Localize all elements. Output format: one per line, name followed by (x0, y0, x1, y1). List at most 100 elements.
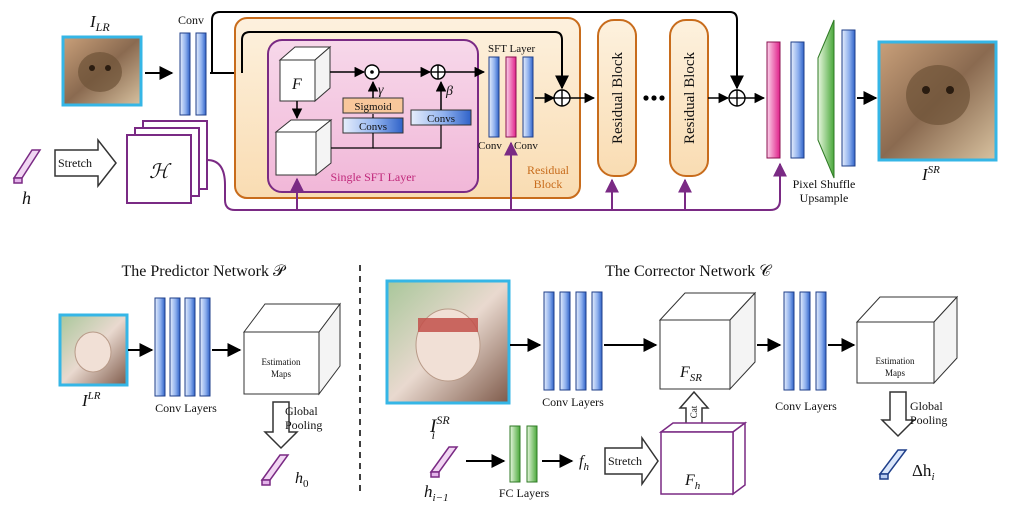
corr-conv-label-2: Conv Layers (775, 399, 837, 413)
output-sr-label: ISR (921, 164, 940, 184)
stretch-label: Stretch (58, 156, 92, 170)
pred-global: Global (285, 404, 318, 418)
ellipsis-dots (643, 95, 665, 101)
fsr-main: F (679, 364, 690, 381)
predictor-input-main: I (81, 391, 89, 410)
first-conv-label: Conv (178, 13, 204, 27)
h0-main: h (295, 470, 303, 487)
upsample-conv-bar (790, 41, 805, 159)
delta-h-vector-icon (878, 449, 908, 480)
convs-label-right: Convs (427, 113, 455, 125)
condition-line (206, 159, 787, 211)
corr-estimation-2: Maps (885, 368, 905, 378)
condition-cube (274, 118, 333, 177)
single-sft-label: Single SFT Layer (330, 170, 415, 184)
residual-block-2-label: Residual Block (682, 51, 698, 144)
input-lr-label: ILR (89, 12, 110, 34)
input-lr-main: I (89, 12, 97, 31)
corrector-input-sub: i (432, 428, 435, 442)
fsr-sub: SR (690, 372, 703, 384)
corrector-input-main: I (429, 416, 438, 437)
multiply-op (364, 64, 380, 80)
fc-layer-1 (509, 425, 521, 483)
input-lr-image (61, 35, 143, 107)
add-op-sft (430, 64, 446, 80)
corr-estimation-1: Estimation (876, 356, 915, 366)
H-label: ℋ (149, 161, 172, 183)
fh-cube (658, 421, 748, 496)
feature-cube-f (278, 45, 332, 103)
predictor-input-label: ILR (81, 390, 101, 410)
residual-label-1: Residual (527, 163, 570, 177)
residual-skip-arrow (241, 31, 569, 90)
pred-conv-2 (169, 297, 181, 397)
output-sr-main: I (921, 165, 929, 184)
corr-conv-5 (783, 291, 795, 391)
delta-h-sub: i (931, 471, 934, 483)
sft-conv-a-label: Conv (478, 140, 502, 152)
pred-estimation-2: Maps (271, 369, 291, 379)
sft-conv-b-label: Conv (514, 140, 538, 152)
fh-small-main: f (579, 453, 586, 470)
fsr-label: FSR (679, 364, 702, 384)
first-conv-layer-a (179, 32, 191, 116)
corr-global: Global (910, 399, 943, 413)
first-conv-layer-b (195, 32, 207, 116)
upsample-sft-bar (766, 41, 781, 159)
corr-conv-2 (559, 291, 571, 391)
predictor-input-sup: LR (87, 390, 101, 402)
add-op-global (728, 89, 746, 107)
residual-block-1 (597, 19, 637, 177)
cat-arrow (678, 390, 710, 426)
output-sr-image (877, 40, 998, 162)
pred-conv-4 (199, 297, 211, 397)
beta-label: β (445, 84, 453, 99)
h-prev-sub: i−1 (433, 492, 449, 504)
corr-pooling: Pooling (910, 413, 947, 427)
h-prev-main: h (424, 482, 433, 501)
corr-conv-6 (799, 291, 811, 391)
pixel-shuffle-label-1: Pixel Shuffle (793, 177, 856, 191)
corr-conv-4 (591, 291, 603, 391)
pred-conv-1 (154, 297, 166, 397)
pred-pooling: Pooling (285, 418, 322, 432)
delta-h-main: Δh (912, 461, 932, 480)
pred-pooling-arrow (263, 401, 299, 450)
stretch-arrow (54, 137, 117, 189)
convs-label-left: Convs (359, 121, 387, 133)
residual-block-1-label: Residual Block (610, 51, 626, 144)
corr-conv-label-1: Conv Layers (542, 395, 604, 409)
corr-stretch-label: Stretch (608, 454, 642, 468)
corr-conv-1 (543, 291, 555, 391)
sft-layer-bar (505, 56, 517, 138)
h0-label: h0 (295, 470, 309, 490)
corr-pooling-arrow (880, 391, 916, 438)
pred-conv-label: Conv Layers (155, 401, 217, 415)
Fh-main: F (684, 472, 695, 489)
h0-vector-icon (260, 454, 290, 486)
delta-h-label: Δhi (912, 461, 935, 483)
sft-conv-b (522, 56, 534, 138)
fh-small-label: fh (579, 453, 589, 473)
fc-label: FC Layers (499, 486, 550, 500)
predictor-title: The Predictor Network 𝒫 (121, 263, 287, 280)
corr-stretch-arrow (604, 435, 659, 487)
input-lr-sub: LR (95, 20, 111, 34)
pred-estimation-1: Estimation (262, 357, 301, 367)
pred-conv-3 (184, 297, 196, 397)
Fh-label: Fh (684, 472, 701, 492)
output-sr-sup: SR (928, 164, 941, 176)
h-prev-vector-icon (429, 446, 459, 478)
fsr-cube (658, 291, 757, 391)
f-label: F (291, 76, 302, 93)
gamma-label: γ (378, 83, 384, 98)
corrector-title: The Corrector Network 𝒞 (605, 263, 772, 280)
global-skip-arrow (211, 11, 744, 90)
final-conv-bar (841, 29, 856, 167)
h-label: h (22, 188, 31, 208)
corr-estimation-cube (855, 295, 959, 385)
fh-small-sub: h (583, 461, 589, 473)
add-op-residual (553, 89, 571, 107)
